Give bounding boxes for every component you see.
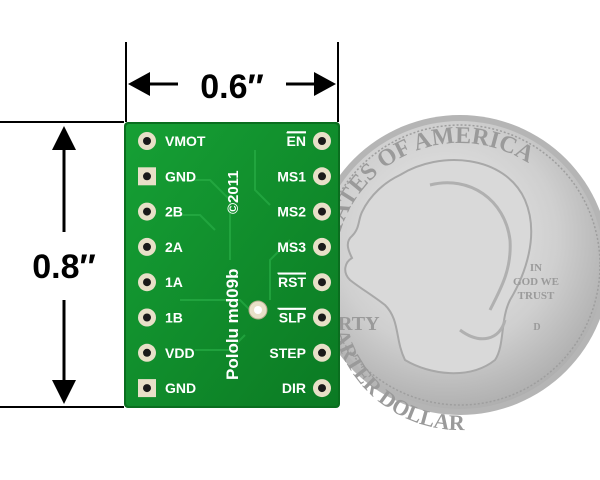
- pcb: [126, 124, 338, 406]
- pin-label-left-1b-5: 1B: [165, 310, 183, 326]
- pin-label-left-gnd-1: GND: [165, 168, 196, 184]
- pin-hole: [143, 313, 151, 322]
- board-year: ©2011: [225, 170, 242, 214]
- pin-hole: [143, 348, 151, 357]
- height-label: 0.8″: [32, 248, 96, 286]
- pin-hole: [143, 278, 151, 287]
- stepper-driver-board: Pololu md09b ©2011 VMOT GND 2B 2A 1A 1B VDD GND…: [124, 122, 340, 408]
- height-arrow-top: [52, 126, 76, 150]
- pin-hole: [318, 313, 326, 322]
- width-dimension: 0.6″: [125, 42, 339, 122]
- height-dimension: 0.8″: [0, 121, 124, 408]
- pin-label-right-slp: SLP: [279, 310, 306, 326]
- pin-label-left-2b-2: 2B: [165, 204, 183, 220]
- pin-hole: [143, 242, 151, 251]
- pin-hole: [143, 384, 151, 393]
- pin-label-left-2a-3: 2A: [165, 239, 183, 255]
- pin-label-right-dir: DIR: [282, 380, 306, 396]
- washington-profile: [344, 159, 533, 375]
- pin-label-right-ms1: MS1: [277, 168, 306, 184]
- pin-label-right-rst: RST: [278, 274, 306, 290]
- width-label: 0.6″: [200, 68, 264, 106]
- left-pin-column: VMOT GND 2B 2A 1A 1B VDD GND: [138, 132, 206, 398]
- pin-label-left-vdd-6: VDD: [165, 345, 195, 361]
- pin-hole: [318, 137, 326, 145]
- pin-label-left-1a-4: 1A: [165, 274, 183, 290]
- quarter-coin: STATES OF AMERICA ARTER DOLLAR RTY IN GO…: [310, 115, 600, 435]
- motto-line-3: TRUST: [518, 290, 555, 302]
- motto-line-1: IN: [530, 262, 542, 274]
- pin-hole: [143, 172, 151, 181]
- coin-left-text: RTY: [338, 313, 380, 335]
- pin-label-right-ms3: MS3: [277, 239, 306, 255]
- ponytail-ribbon: [459, 319, 507, 341]
- pin-label-right-ms2: MS2: [277, 204, 306, 220]
- pin-hole: [318, 242, 326, 251]
- motto-line-2: GOD WE: [513, 276, 559, 288]
- pin-label-right-en: EN: [287, 133, 306, 149]
- pin-hole: [318, 278, 326, 287]
- via-hole: [254, 306, 262, 314]
- pin-hole: [318, 348, 326, 357]
- height-arrow-bottom: [52, 380, 76, 404]
- board-name: Pololu md09b: [223, 269, 242, 380]
- pin-hole: [318, 172, 326, 181]
- width-arrow-right: [314, 72, 336, 96]
- pcb-traces: [170, 150, 291, 351]
- pin-label-left-vmot-0: VMOT: [165, 133, 206, 149]
- pin-label-right-step: STEP: [269, 345, 306, 361]
- pin-label-left-gnd-7: GND: [165, 380, 196, 396]
- pin-hole: [143, 207, 151, 216]
- mint-mark: D: [533, 322, 540, 333]
- pin-hole: [143, 137, 151, 145]
- width-arrow-left: [128, 72, 150, 96]
- hair-curl: [429, 181, 512, 311]
- pin-hole: [318, 384, 326, 393]
- pin-hole: [318, 207, 326, 216]
